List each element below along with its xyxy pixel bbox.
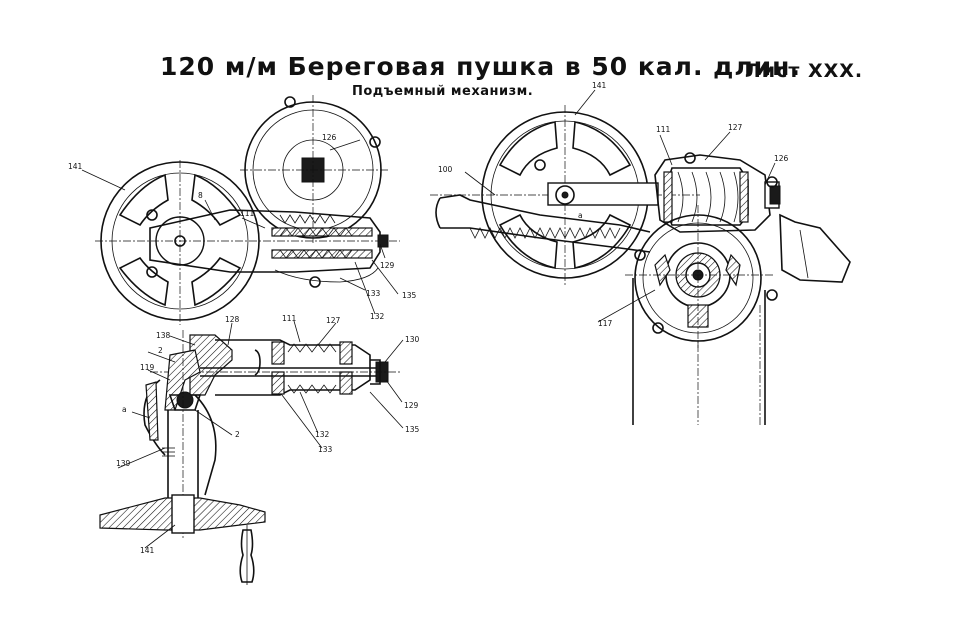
drawing-title: 120 м/м Береговая пушка в 50 кал. длин. — [160, 52, 801, 81]
right-view — [430, 105, 851, 425]
gear-126 — [240, 95, 390, 245]
top-left-view — [95, 95, 400, 325]
label-139: 139 — [116, 459, 131, 468]
label-2: 2 — [158, 346, 163, 355]
worm-housing-top — [146, 209, 389, 288]
label-129b: 129 — [404, 401, 419, 410]
label-132b: 132 — [315, 430, 330, 439]
label-141b: 141 — [140, 546, 155, 555]
label-2b: 2 — [235, 430, 240, 439]
label-135a: 135 — [402, 291, 417, 300]
label-111c: 111 — [656, 125, 671, 134]
label-111a: 111 — [240, 209, 255, 218]
sheet-number: Лист XXX. — [745, 60, 864, 82]
handwheel-141 — [95, 160, 400, 325]
label-a2: a — [578, 211, 583, 220]
label-128: 128 — [225, 315, 240, 324]
label-a1: a — [122, 405, 127, 414]
label-141c: 141 — [592, 81, 607, 90]
label-129a: 129 — [380, 261, 395, 270]
label-133b: 133 — [318, 445, 333, 454]
label-8: 8 — [198, 191, 203, 200]
bottom-left-section — [99, 330, 400, 585]
label-133a: 133 — [366, 289, 381, 298]
label-135b: 135 — [405, 425, 420, 434]
label-127a: 127 — [326, 316, 341, 325]
label-126b: 126 — [774, 154, 789, 163]
leader-lines — [81, 89, 776, 549]
label-117: 117 — [598, 319, 613, 328]
label-130: 130 — [405, 335, 420, 344]
part-labels: 141 8 111 126 129 133 135 132 138 128 11… — [68, 81, 789, 555]
label-126a: 126 — [322, 133, 337, 142]
label-119: 119 — [140, 363, 155, 372]
label-138: 138 — [156, 331, 171, 340]
drawing-subtitle: Подъемный механизм. — [352, 84, 534, 99]
label-111b: 111 — [282, 314, 297, 323]
label-141a: 141 — [68, 162, 83, 171]
label-100: 100 — [438, 165, 453, 174]
label-132a: 132 — [370, 312, 385, 321]
label-127b: 127 — [728, 123, 743, 132]
